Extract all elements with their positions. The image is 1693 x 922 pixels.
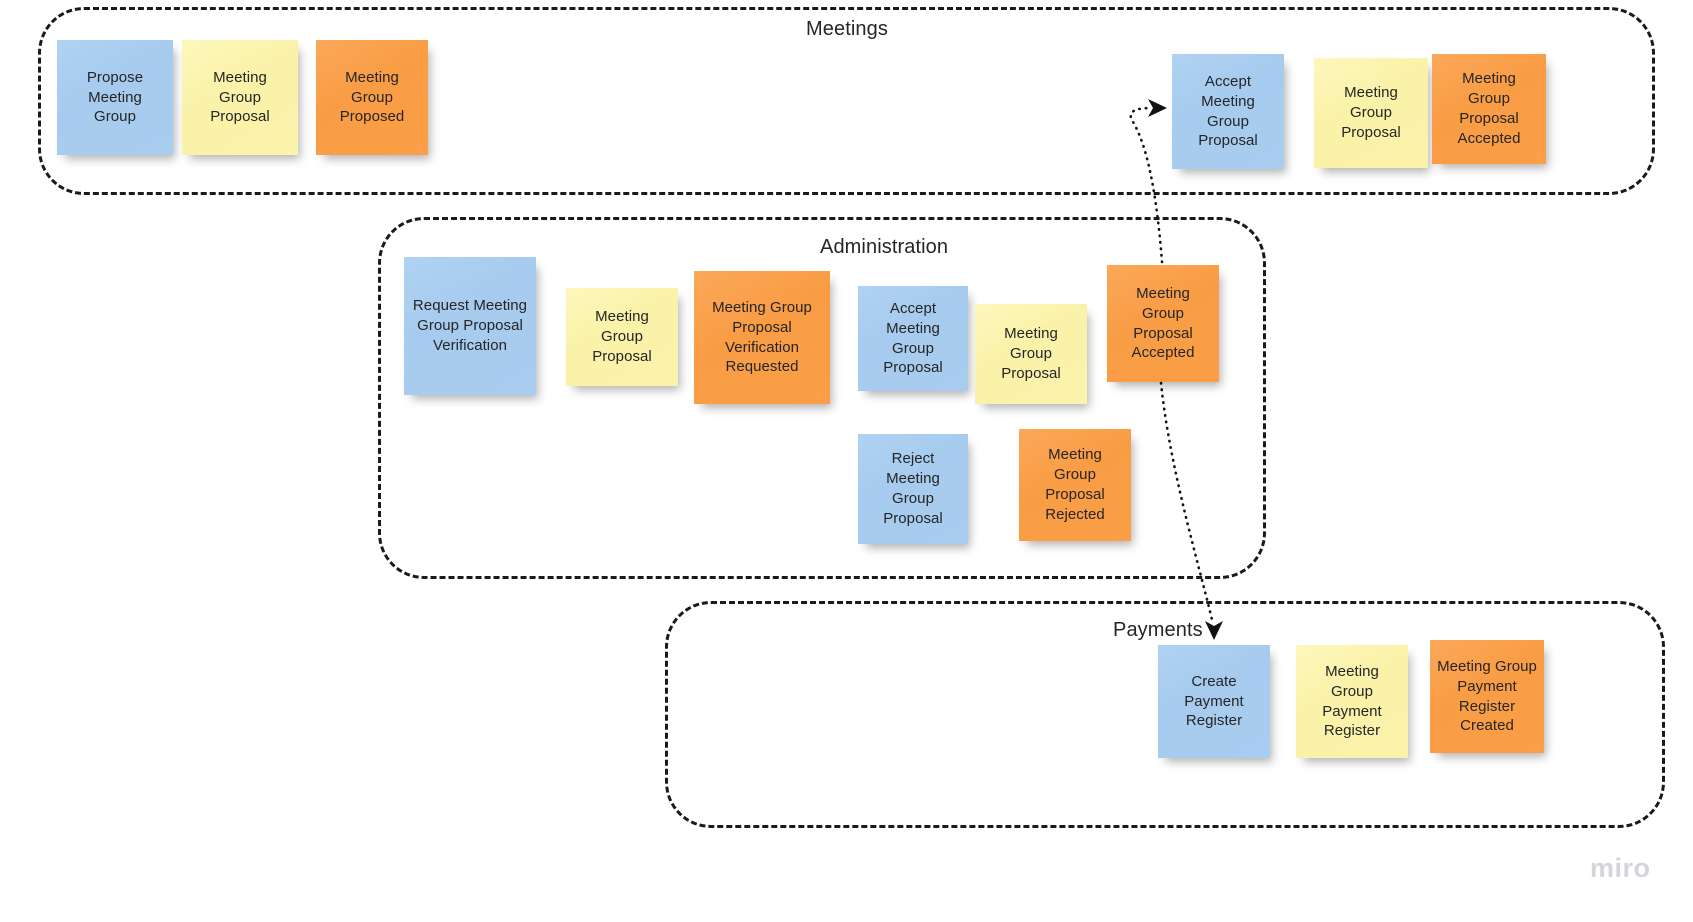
sticky-note-meeting-group-proposal-1[interactable]: Meeting Group Proposal xyxy=(182,40,298,155)
lane-administration[interactable] xyxy=(378,217,1266,579)
sticky-note-label: Accept Meeting Group Proposal xyxy=(883,299,943,377)
sticky-note-label: Meeting Group Proposal Verification Requ… xyxy=(712,298,812,376)
sticky-note-meeting-group-payment-register-created[interactable]: Meeting Group Payment Register Created xyxy=(1430,640,1544,753)
miro-watermark: miro xyxy=(1590,853,1651,883)
sticky-note-meeting-group-proposal-accepted-admin[interactable]: Meeting Group Proposal Accepted xyxy=(1107,265,1219,382)
sticky-note-meeting-group-proposal-rejected[interactable]: Meeting Group Proposal Rejected xyxy=(1019,429,1131,541)
sticky-note-meeting-group-proposed[interactable]: Meeting Group Proposed xyxy=(316,40,428,155)
sticky-note-label: Meeting Group Proposal xyxy=(1001,325,1061,382)
sticky-note-label: Meeting Group Proposal Accepted xyxy=(1457,70,1521,147)
lane-title-administration: Administration xyxy=(820,236,949,258)
sticky-note-create-payment-register[interactable]: Create Payment Register xyxy=(1158,645,1270,758)
sticky-note-meeting-group-payment-register[interactable]: Meeting Group Payment Register xyxy=(1296,645,1408,758)
sticky-note-label: Create Payment Register xyxy=(1184,672,1244,730)
sticky-note-accept-meeting-group-proposal-meetings[interactable]: Accept Meeting Group Proposal xyxy=(1172,54,1284,169)
sticky-note-meeting-group-proposal-accepted-meetings[interactable]: Meeting Group Proposal Accepted xyxy=(1432,54,1546,164)
sticky-note-propose-meeting-group[interactable]: Propose Meeting Group xyxy=(57,40,173,155)
sticky-note-label: Meeting Group Proposal xyxy=(592,308,652,365)
sticky-note-label: Reject Meeting Group Proposal xyxy=(883,450,943,527)
lane-title-payments: Payments xyxy=(1113,619,1203,641)
sticky-note-label: Meeting Group Proposal Rejected xyxy=(1045,446,1105,523)
sticky-note-label: Meeting Group Proposal xyxy=(1341,84,1401,141)
sticky-note-accept-meeting-group-proposal-admin[interactable]: Accept Meeting Group Proposal xyxy=(858,286,968,391)
sticky-note-label: Request Meeting Group Proposal Verificat… xyxy=(412,297,528,354)
sticky-note-meeting-group-proposal-2[interactable]: Meeting Group Proposal xyxy=(1314,58,1428,168)
sticky-note-label: Meeting Group Payment Register xyxy=(1322,662,1382,740)
sticky-note-request-meeting-group-proposal-verification[interactable]: Request Meeting Group Proposal Verificat… xyxy=(404,257,536,395)
sticky-note-label: Meeting Group Proposal xyxy=(210,68,270,126)
sticky-note-label: Meeting Group Proposed xyxy=(339,68,405,126)
sticky-note-meeting-group-proposal-verification-requested[interactable]: Meeting Group Proposal Verification Requ… xyxy=(694,271,830,404)
sticky-note-label: Meeting Group Payment Register Created xyxy=(1437,657,1537,735)
sticky-note-label: Meeting Group Proposal Accepted xyxy=(1131,284,1195,362)
sticky-note-label: Propose Meeting Group xyxy=(86,68,144,126)
sticky-note-label: Accept Meeting Group Proposal xyxy=(1198,72,1258,150)
sticky-note-meeting-group-proposal-4[interactable]: Meeting Group Proposal xyxy=(975,304,1087,404)
sticky-note-meeting-group-proposal-3[interactable]: Meeting Group Proposal xyxy=(566,288,678,386)
lane-title-meetings: Meetings xyxy=(806,18,888,40)
sticky-note-reject-meeting-group-proposal[interactable]: Reject Meeting Group Proposal xyxy=(858,434,968,544)
lane-meetings[interactable] xyxy=(38,7,1655,195)
